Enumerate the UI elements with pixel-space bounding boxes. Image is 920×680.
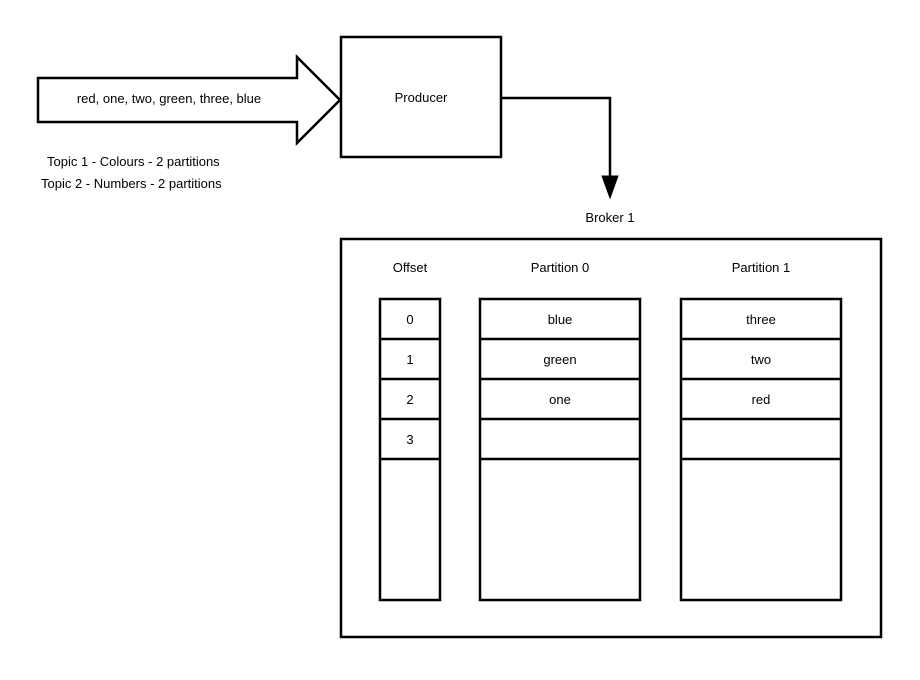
column-header-partition-1: Partition 1 [731, 260, 791, 275]
offset-cell: 0 [406, 312, 414, 327]
column-header-offset: Offset [392, 260, 428, 275]
broker-label: Broker 1 [585, 210, 635, 225]
elbow-arrow-line [501, 96, 612, 182]
partition-1-cell: two [750, 352, 772, 367]
offset-column-box [378, 297, 442, 602]
topic-line-1: Topic 1 - Colours - 2 partitions [47, 154, 220, 169]
partition-1-cell: red [751, 392, 771, 407]
block-arrow-right-icon [36, 53, 342, 147]
partition-1-column-box [679, 297, 843, 602]
input-arrow-label: red, one, two, green, three, blue [76, 91, 262, 106]
producer-box [339, 35, 503, 159]
elbow-arrow-head-icon [601, 175, 619, 200]
offset-cell: 3 [406, 432, 414, 447]
partition-0-cell: blue [547, 312, 573, 327]
partition-0-column-box [478, 297, 642, 602]
offset-cell: 1 [406, 352, 414, 367]
producer-label: Producer [394, 90, 448, 105]
partition-0-cell: green [543, 352, 577, 367]
topic-line-2: Topic 2 - Numbers - 2 partitions [41, 176, 222, 191]
partition-0-cell: one [549, 392, 571, 407]
column-header-partition-0: Partition 0 [530, 260, 590, 275]
offset-cell: 2 [406, 392, 414, 407]
partition-1-cell: three [746, 312, 776, 327]
